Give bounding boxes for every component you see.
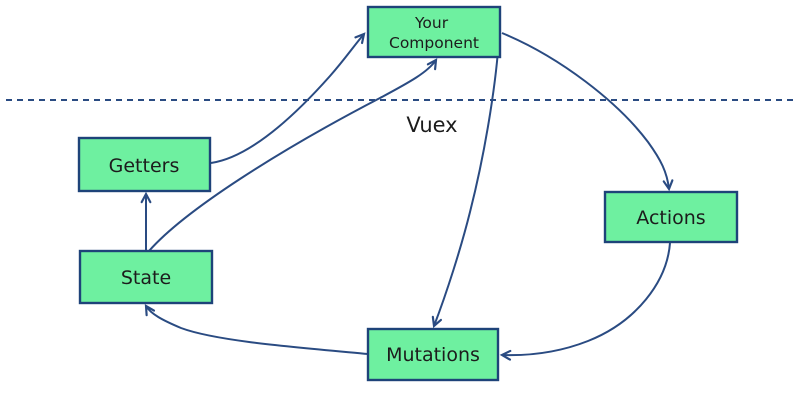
node-state-box bbox=[78, 249, 214, 305]
node-mutations-label: Mutations bbox=[386, 344, 480, 366]
edges bbox=[140, 32, 674, 361]
node-your-component-box bbox=[366, 5, 502, 59]
diagram-title: Vuex bbox=[406, 113, 457, 137]
node-actions: Actions bbox=[603, 190, 739, 244]
node-mutations-box bbox=[366, 327, 500, 382]
node-state-label: State bbox=[121, 267, 171, 289]
edge-state-to-your-component bbox=[148, 58, 438, 252]
node-actions-label: Actions bbox=[636, 207, 705, 229]
node-getters-box bbox=[77, 136, 212, 193]
edge-your-component-to-actions bbox=[501, 32, 674, 192]
node-mutations: Mutations bbox=[366, 327, 500, 382]
node-your-component-label: Your Component bbox=[389, 14, 479, 52]
node-actions-box bbox=[603, 190, 739, 244]
node-your-component: Your Component bbox=[366, 5, 502, 59]
node-getters-label: Getters bbox=[109, 155, 180, 177]
node-state: State bbox=[78, 249, 214, 305]
edge-your-component-to-mutations bbox=[431, 35, 500, 329]
edge-actions-to-mutations bbox=[499, 242, 671, 361]
edge-mutations-to-state bbox=[144, 304, 369, 355]
edge-getters-to-your-component bbox=[210, 32, 366, 164]
node-getters: Getters bbox=[77, 136, 212, 193]
